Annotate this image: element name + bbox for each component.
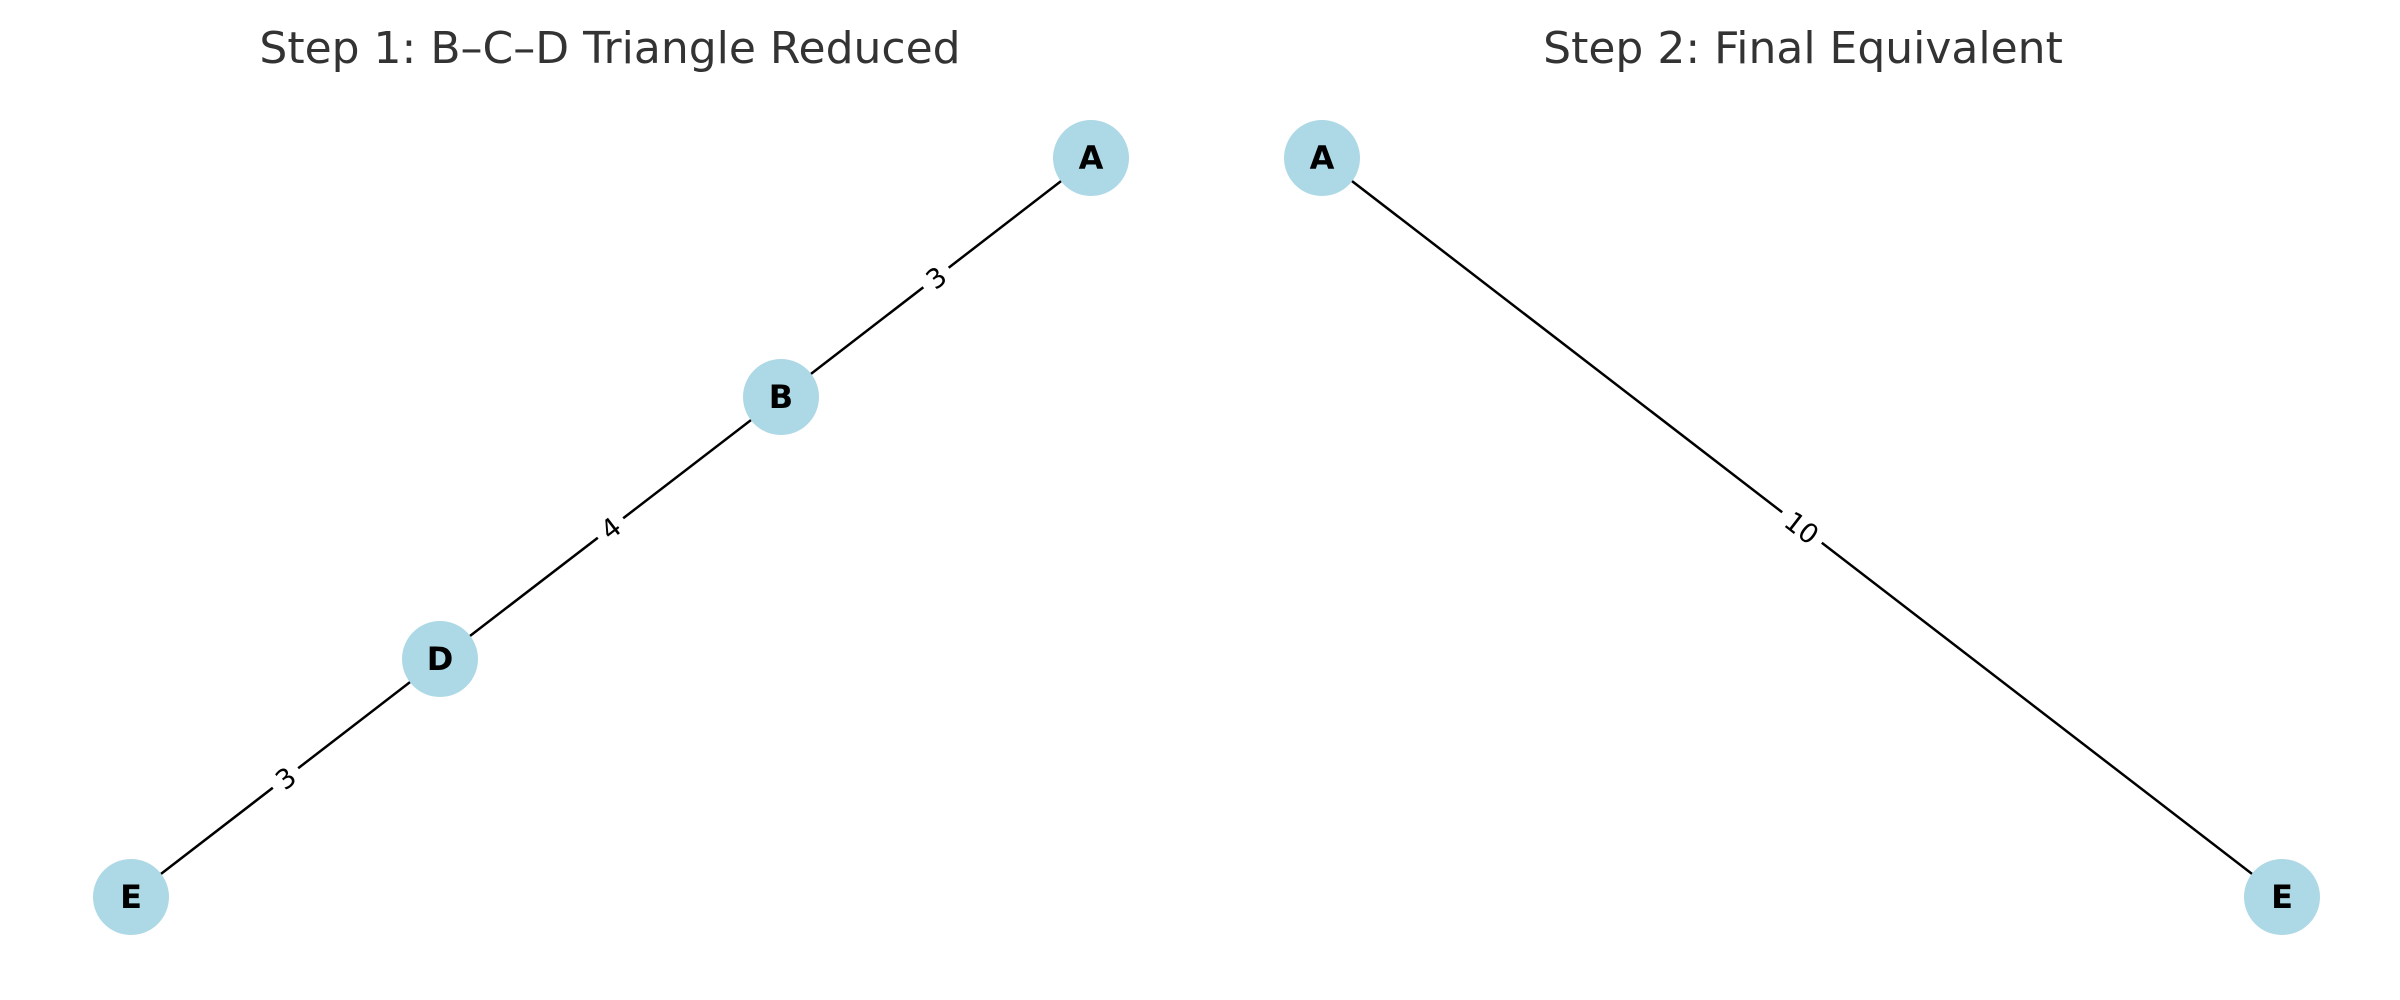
edge-label-a-b: 3 (912, 254, 960, 301)
node-label-e: E (2271, 878, 2293, 916)
edge-label-a-e: 10 (1771, 498, 1833, 557)
node-b (743, 359, 819, 435)
node-label-e: E (120, 878, 142, 916)
node-label-a: A (1079, 139, 1104, 177)
node-label-d: D (427, 640, 454, 678)
node-a (1053, 120, 1129, 196)
panel-step-1: 3 4 3 A B D E (93, 120, 1129, 935)
panel-1-title: Step 1: B–C–D Triangle Reduced (259, 23, 960, 74)
node-d (402, 621, 478, 697)
node-e (2244, 859, 2320, 935)
edge-label-b-d: 4 (587, 504, 634, 552)
node-label-a: A (1310, 139, 1335, 177)
node-label-b: B (769, 378, 793, 416)
node-e (93, 859, 169, 935)
edge-label-d-e: 3 (262, 754, 309, 802)
panel-2-title: Step 2: Final Equivalent (1543, 23, 2063, 74)
panel-step-2: 10 A E (1284, 120, 2320, 935)
node-a (1284, 120, 1360, 196)
